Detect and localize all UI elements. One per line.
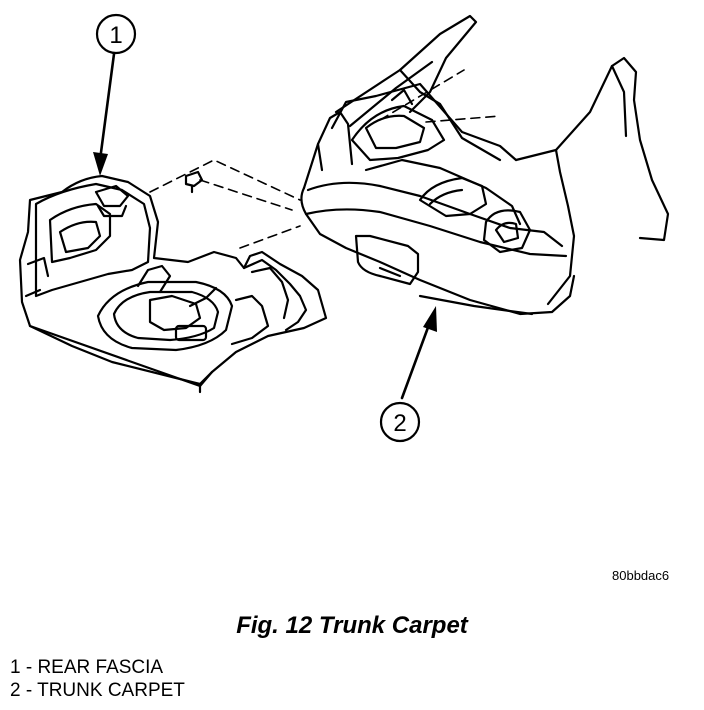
- figure-reference-code: 80bbdac6: [612, 568, 670, 583]
- callout-1-circle: [95, 13, 137, 55]
- callout-1-label: 1: [109, 22, 122, 49]
- callout-1-arrowhead: [93, 152, 108, 176]
- legend-item-trunk-carpet: 2 - TRUNK CARPET: [10, 680, 185, 701]
- callout-2-arrow: [400, 320, 432, 400]
- legend-item-rear-fascia: 1 - REAR FASCIA: [10, 657, 164, 678]
- callout-2-label: 2: [393, 410, 406, 437]
- dashed-alignment-lines: [149, 69, 501, 249]
- trunk-carpet-illustration: 1 2: [18, 13, 670, 443]
- push-pin-fastener: [184, 170, 204, 194]
- vehicle-rear-fascia-drawing: [300, 14, 670, 316]
- legend: 1 - REAR FASCIA 2 - TRUNK CARPET: [10, 656, 185, 702]
- callout-1-arrow: [98, 52, 116, 162]
- callout-arrows: [98, 52, 432, 400]
- figure-caption: Fig. 12 Trunk Carpet: [236, 612, 468, 639]
- trunk-carpet-drawing: [18, 174, 328, 394]
- callout-2-circle: [379, 401, 421, 443]
- callout-2-arrowhead: [423, 306, 437, 332]
